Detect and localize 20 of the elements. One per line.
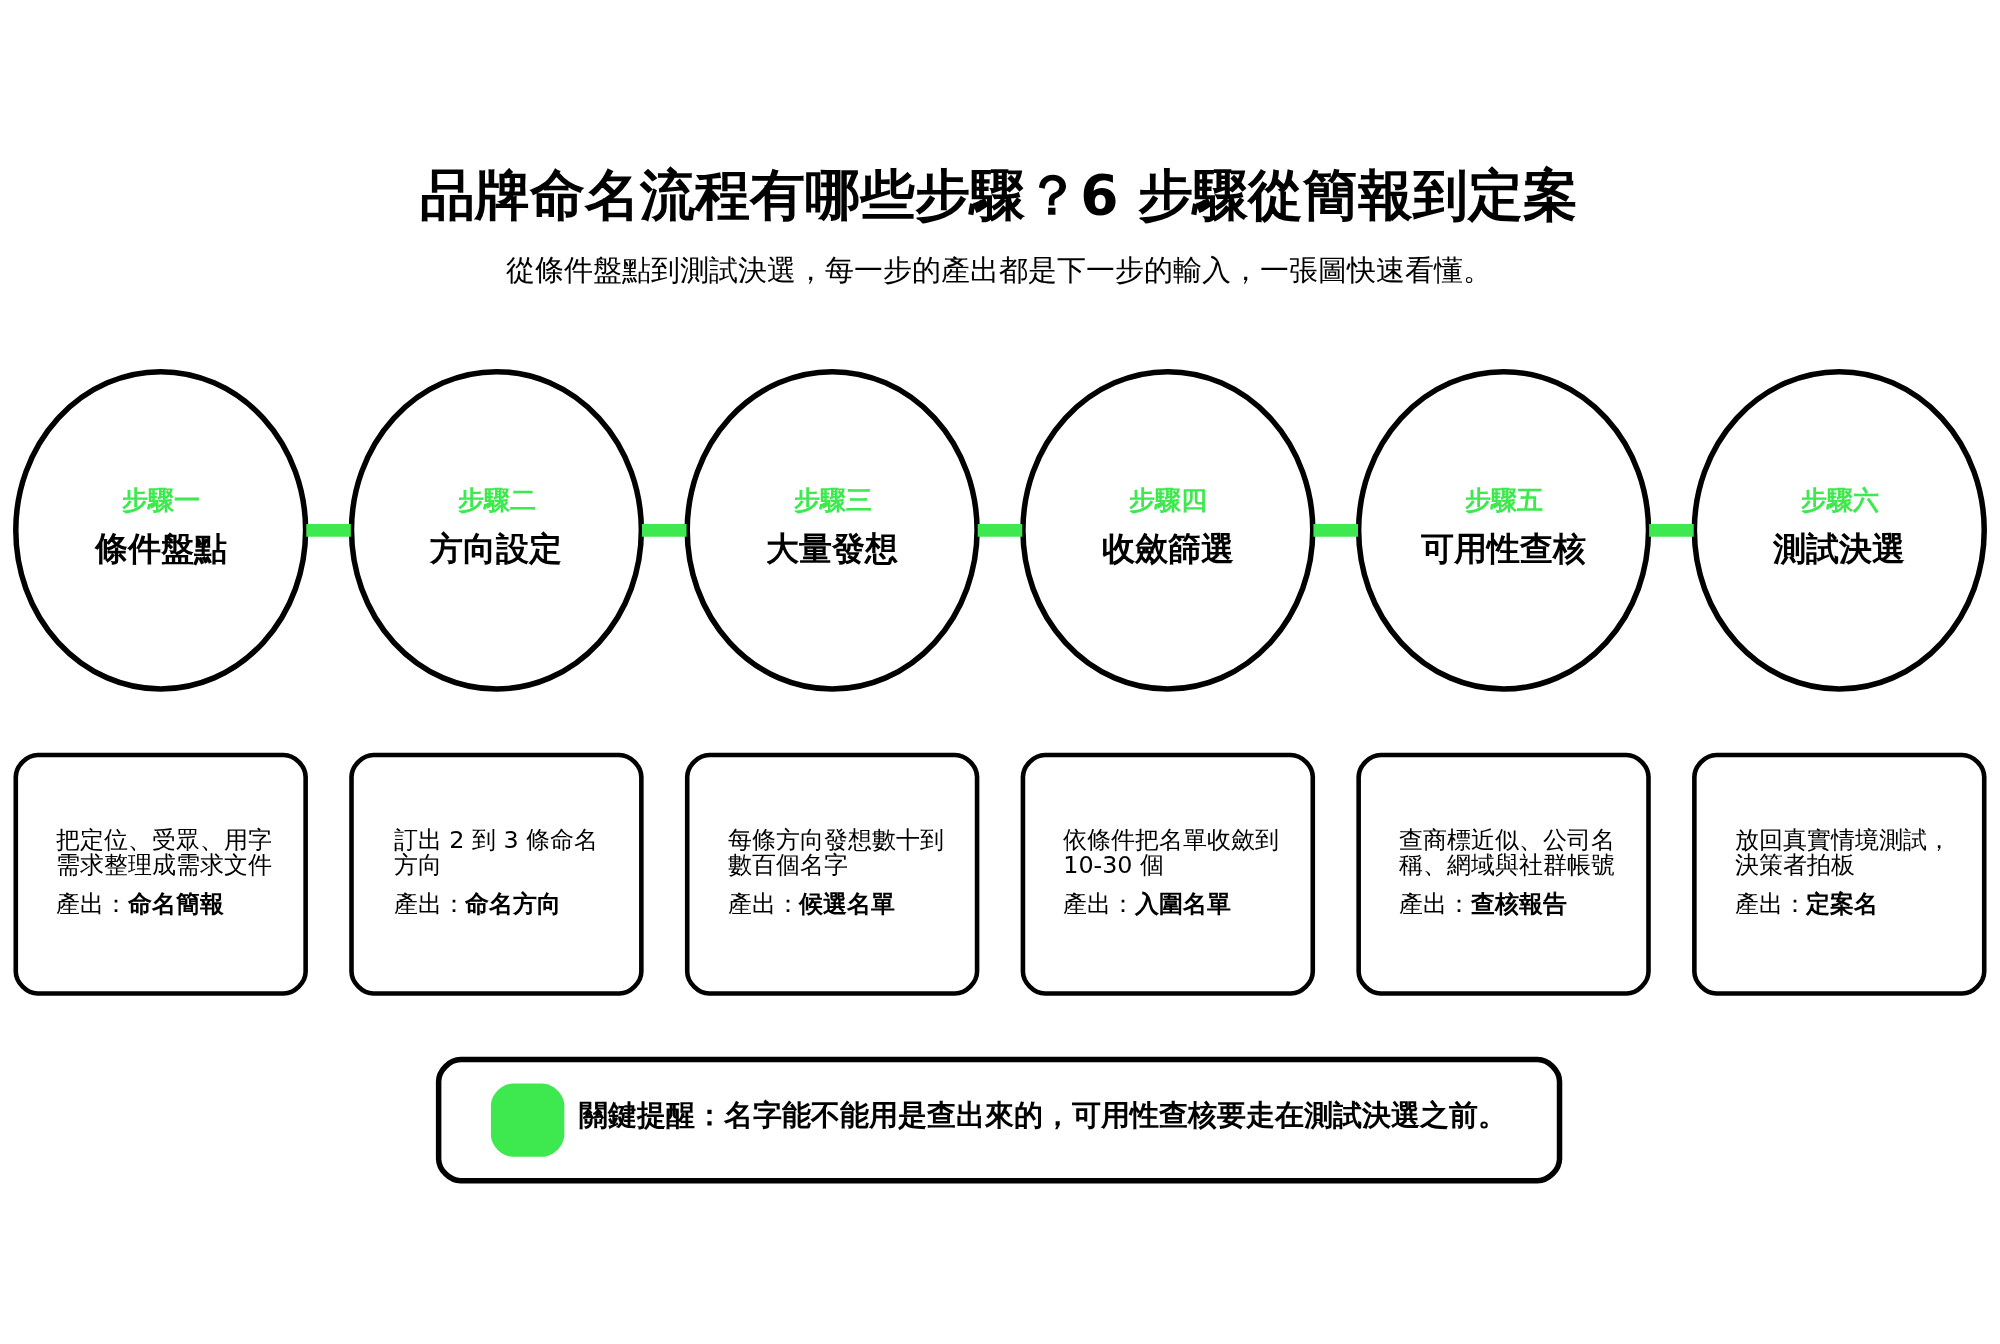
node-circle: 步驟四 收斂篩選	[1020, 368, 1316, 692]
node-box: 把定位、受眾、用字需求整理成需求文件 產出：命名簡報	[13, 752, 308, 996]
connector	[1313, 523, 1358, 537]
node-circle: 步驟五 可用性查核	[1355, 368, 1652, 692]
node-circle: 步驟一 條件盤點	[13, 368, 309, 692]
node-box: 訂出 2 到 3 條命名方向 產出：命名方向	[349, 752, 644, 996]
diagram-title: 品牌命名流程有哪些步驟？6 步驟從簡報到定案	[420, 162, 1578, 227]
node-circle: 步驟三 大量發想	[684, 368, 980, 692]
connector	[977, 523, 1023, 537]
connector	[642, 523, 687, 537]
connector	[1649, 523, 1694, 537]
node-box: 關鍵提醒：名字能不能用是查出來的，可用性查核要走在測試決選之前。	[435, 1056, 1563, 1183]
node-box: 依條件把名單收斂到 10-30 個 產出：入圍名單	[1020, 752, 1316, 996]
node-box: 每條方向發想數十到數百個名字 產出：候選名單	[684, 752, 980, 996]
node-circle: 步驟六 測試決選	[1691, 368, 1987, 692]
node-circle: 步驟二 方向設定	[348, 368, 645, 692]
node-box: 放回真實情境測試，決策者拍板 產出：定案名	[1692, 752, 1987, 996]
label: 從條件盤點到測試決選，每一步的產出都是下一步的輸入，一張圖快速看懂。	[506, 252, 1493, 287]
connector	[306, 523, 351, 537]
node-box: 查商標近似、公司名稱、網域與社群帳號 產出：查核報告	[1356, 752, 1651, 996]
